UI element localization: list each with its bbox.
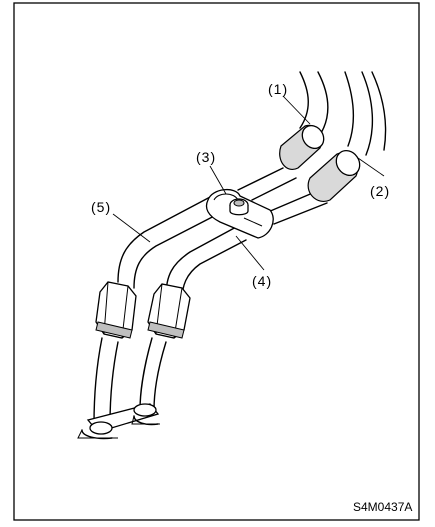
figure-border: [13, 2, 420, 521]
callout-2: (2): [370, 183, 390, 199]
fitting-1: [279, 124, 325, 170]
callout-3: (3): [196, 149, 216, 165]
pipe-background: [371, 71, 387, 151]
fitting-2: [307, 149, 361, 202]
callout-5: (5): [91, 199, 111, 215]
pipe-5: [117, 195, 223, 289]
fitting-4-lower: [147, 283, 191, 339]
pipe-2: [267, 71, 374, 225]
bottom-bracket: [77, 403, 160, 440]
figure-code: S4M0437A: [353, 500, 412, 514]
clamp-3: [205, 189, 274, 239]
fitting-5-lower: [95, 281, 137, 339]
callout-4: (4): [252, 273, 272, 289]
callout-1: (1): [268, 81, 288, 97]
leader-lines: [112, 95, 385, 271]
